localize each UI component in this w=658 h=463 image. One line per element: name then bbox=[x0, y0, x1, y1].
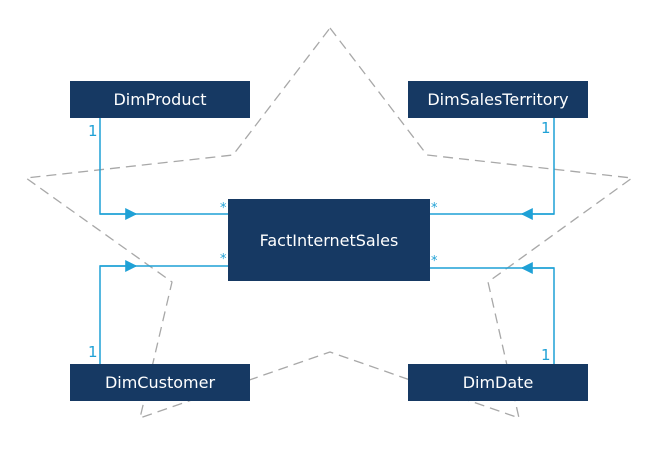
fact-table-label: FactInternetSales bbox=[260, 231, 399, 250]
connector-date bbox=[430, 267, 555, 364]
dim-territory-label: DimSalesTerritory bbox=[427, 90, 568, 109]
dim-date-node[interactable]: DimDate bbox=[408, 364, 588, 401]
dim-product-label: DimProduct bbox=[113, 90, 206, 109]
date-cardinality-many: * bbox=[431, 254, 438, 269]
connector-product bbox=[99, 118, 228, 215]
customer-cardinality-many: * bbox=[220, 252, 227, 267]
territory-cardinality-many: * bbox=[431, 201, 438, 216]
dim-date-label: DimDate bbox=[463, 373, 534, 392]
customer-cardinality-one: 1 bbox=[88, 343, 98, 361]
connector-territory bbox=[430, 118, 555, 215]
territory-cardinality-one: 1 bbox=[541, 119, 551, 137]
star-outline bbox=[25, 27, 633, 419]
fact-table-node[interactable]: FactInternetSales bbox=[228, 199, 430, 281]
dim-customer-node[interactable]: DimCustomer bbox=[70, 364, 250, 401]
date-cardinality-one: 1 bbox=[541, 346, 551, 364]
product-cardinality-one: 1 bbox=[88, 122, 98, 140]
dim-territory-node[interactable]: DimSalesTerritory bbox=[408, 81, 588, 118]
dim-customer-label: DimCustomer bbox=[105, 373, 215, 392]
product-cardinality-many: * bbox=[220, 201, 227, 216]
dim-product-node[interactable]: DimProduct bbox=[70, 81, 250, 118]
